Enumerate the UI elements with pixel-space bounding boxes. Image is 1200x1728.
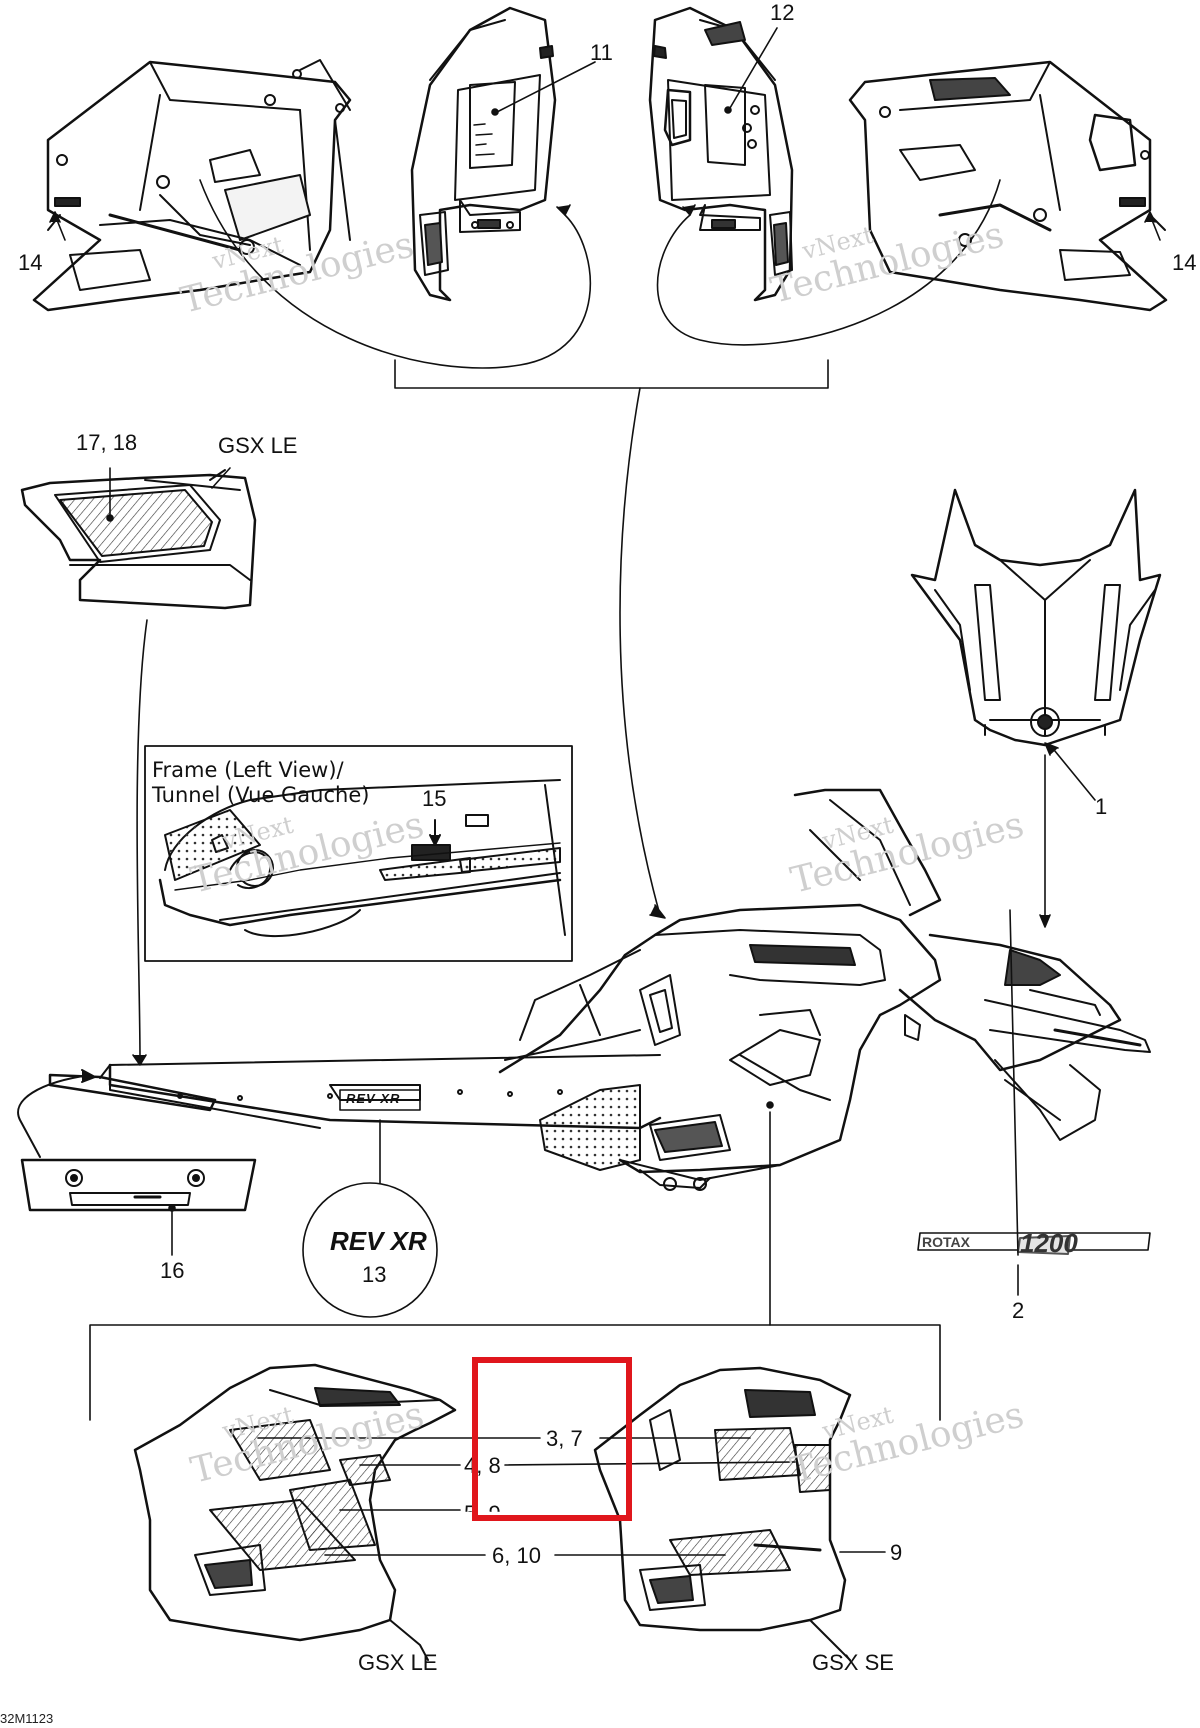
- revxr-detail-label: REV XR: [330, 1226, 427, 1256]
- callout-13: 13: [362, 1262, 387, 1287]
- connector-lines-top: [199, 179, 1001, 919]
- inset-title-line2: Tunnel (Vue Gauche): [152, 783, 370, 808]
- rotax-brand-label: ROTAX: [922, 1234, 970, 1250]
- bottom-gsx-le-panel-drawing: [133, 1363, 457, 1661]
- main-snowmobile-drawing: [48, 788, 1151, 1191]
- callout-9: 9: [890, 1540, 903, 1565]
- reference-code: 32M1123: [0, 1711, 54, 1726]
- callout-12: 12: [770, 0, 795, 25]
- revxr-tunnel-decal: [339, 1089, 421, 1111]
- inset-title-line1: Frame (Left View)/: [152, 758, 344, 782]
- variant-gsx-se-bottom: GSX SE: [812, 1650, 894, 1675]
- callout-17-18: 17, 18: [76, 430, 138, 455]
- right-side-panel-drawing: [848, 60, 1168, 312]
- leader-lines: [49, 27, 1161, 1421]
- callout-14-left: 14: [18, 250, 43, 275]
- callout-5-9-partial: 5, 9: [464, 1501, 501, 1526]
- callout-3-7: 3, 7: [546, 1426, 583, 1451]
- callout-15: 15: [422, 786, 447, 811]
- variant-gsx-le-bottom: GSX LE: [358, 1650, 438, 1675]
- variant-gsx-le-top: GSX LE: [218, 433, 298, 458]
- bottom-gsx-se-panel-drawing: [593, 1366, 852, 1661]
- callout-2: 2: [1012, 1298, 1025, 1323]
- bottom-leader-lines: [257, 1437, 886, 1556]
- callout-1: 1: [1095, 794, 1108, 819]
- left-console-panel-drawing: [410, 6, 557, 302]
- inset-title: Frame (Left View)/ Tunnel (Vue Gauche): [152, 758, 369, 808]
- callout-11: 11: [590, 40, 613, 65]
- gsx-le-seat-side-drawing: [20, 469, 257, 610]
- right-console-panel-drawing: [648, 6, 794, 302]
- frame-inset-box: [144, 745, 573, 962]
- highlight-box: [472, 1357, 632, 1521]
- callout-6-10: 6, 10: [492, 1543, 541, 1568]
- revxr-detail-circle: [302, 1119, 438, 1318]
- rotax-decal-drawing: [917, 1232, 1151, 1255]
- callout-16: 16: [160, 1258, 185, 1283]
- front-hood-drawing: [910, 488, 1162, 747]
- rotax-model-label: 1200: [1020, 1228, 1078, 1258]
- left-side-panel-drawing: [32, 59, 352, 312]
- tail-light-panel-drawing: [17, 1069, 257, 1212]
- callout-14-right: 14: [1172, 250, 1197, 275]
- revxr-tunnel-label: REV XR: [346, 1091, 401, 1106]
